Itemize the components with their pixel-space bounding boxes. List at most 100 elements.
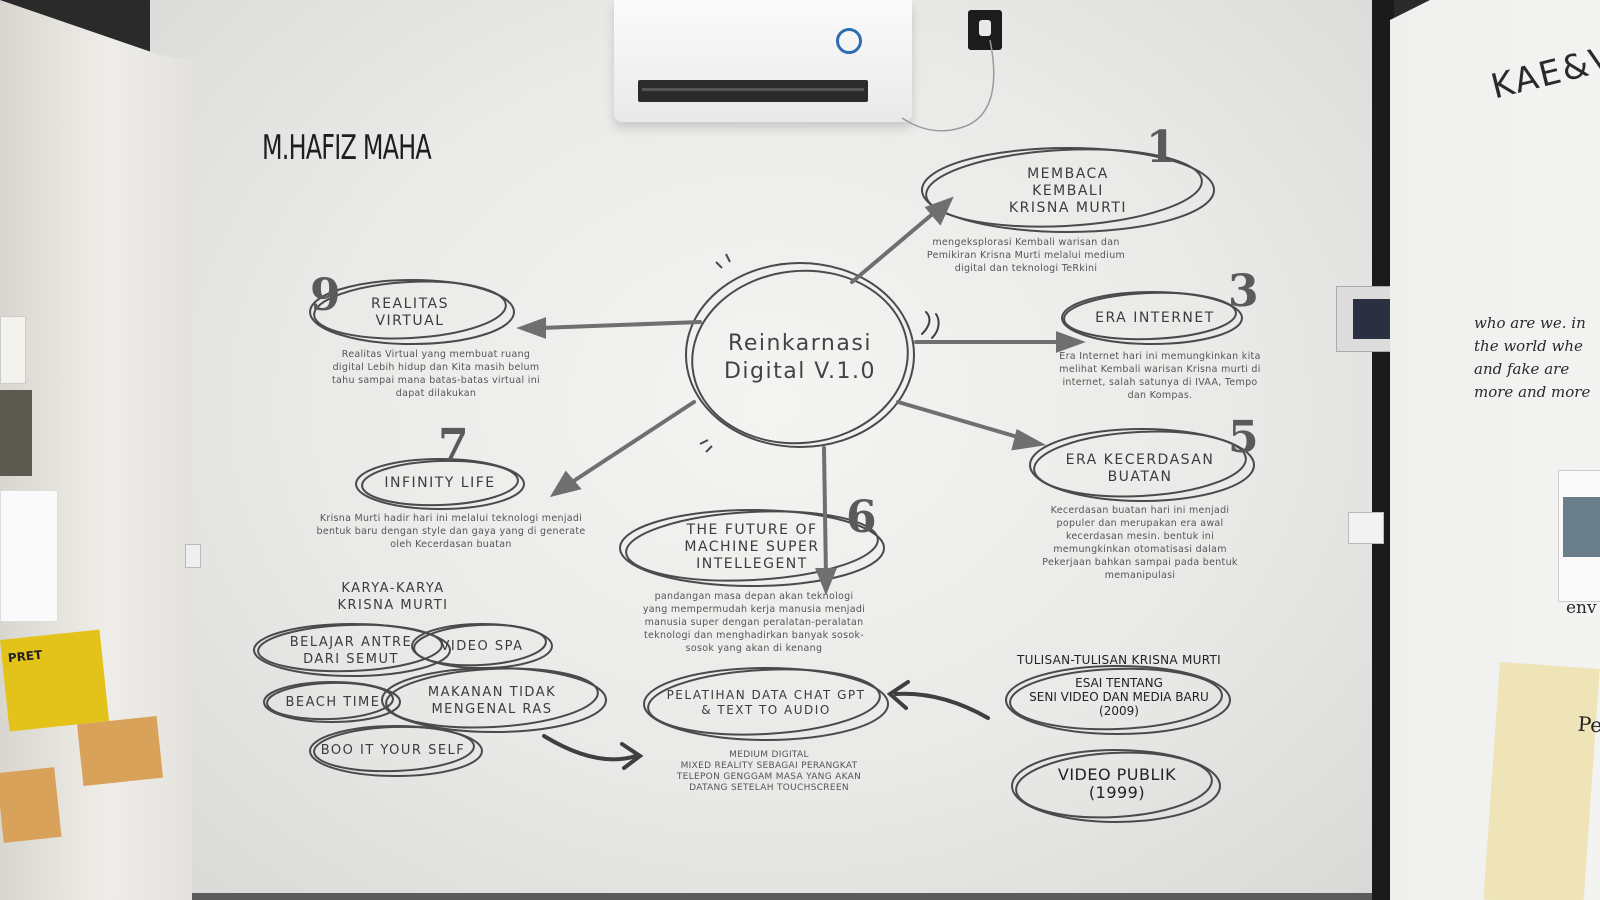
right-panel-card	[1558, 470, 1600, 602]
training-label: PELATIHAN DATA CHAT GPT & TEXT TO AUDIO	[654, 688, 878, 718]
left-panel-paper	[0, 316, 26, 384]
writing-item: VIDEO PUBLIK (1999)	[1032, 766, 1202, 802]
node-6-desc-line: manusia super dengan peralatan-peralatan	[644, 617, 864, 628]
node-7-desc-line: oleh Kecerdasan buatan	[390, 539, 512, 550]
center-title: Reinkarnasi Digital V.1.0	[700, 330, 900, 386]
center-title-line2: Digital V.1.0	[723, 359, 877, 384]
node-6-desc-line: yang mempermudah kerja manusia menjadi	[642, 604, 866, 615]
black-pillar	[1372, 0, 1394, 900]
node-5-desc-line: kecerdasan mesin. bentuk ini	[1065, 531, 1215, 542]
work-item: BOO IT YOUR SELF	[320, 743, 466, 758]
left-panel-white-card	[0, 490, 58, 622]
node-6-number: 6	[846, 492, 877, 543]
node-6-description: pandangan masa depan akan teknologi yang…	[624, 590, 884, 655]
work-item: VIDEO SPA	[440, 639, 524, 654]
ac-logo-icon	[836, 28, 862, 54]
training-desc-line: MIXED REALITY SEBAGAI PERANGKAT	[680, 761, 858, 771]
node-6-label-line: MACHINE SUPER	[684, 539, 820, 555]
right-panel-cream-card: Pe	[1483, 662, 1600, 900]
node-1-label: MEMBACA KEMBALI KRISNA MURTI	[958, 166, 1178, 217]
right-panel-env: env	[1566, 598, 1597, 618]
node-7-description: Krisna Murti hadir hari ini melalui tekn…	[296, 512, 606, 551]
writing-item-line: ESAI TENTANG	[1075, 676, 1163, 690]
writing-item-line: (2009)	[1099, 704, 1139, 718]
left-panel-orange-card	[76, 715, 164, 787]
node-5-label: ERA KECERDASAN BUATAN	[1040, 452, 1240, 486]
training-label-line: PELATIHAN DATA CHAT GPT	[666, 688, 866, 702]
node-5-desc-line: memungkinkan otomatisasi dalam	[1053, 544, 1227, 555]
node-6-label-line: INTELLEGENT	[696, 556, 808, 572]
writing-item-line: SENI VIDEO DAN MEDIA BARU	[1029, 690, 1209, 704]
center-title-line1: Reinkarnasi	[728, 331, 872, 356]
node-6-desc-line: teknologi dan menghadirkan banyak sosok-	[644, 630, 864, 641]
node-9-label: REALITAS VIRTUAL	[350, 296, 470, 330]
node-3-desc-line: dan Kompas.	[1127, 390, 1193, 401]
node-9-desc-line: Realitas Virtual yang membuat ruang	[341, 349, 531, 360]
work-item: BELAJAR ANTRE DARI SEMUT	[276, 634, 426, 668]
node-9-desc-line: digital Lebih hidup dan Kita masih belum	[332, 362, 540, 373]
training-desc-line: MEDIUM DIGITAL	[729, 750, 809, 760]
node-1-label-line: KEMBALI	[1032, 183, 1104, 199]
node-5-number: 5	[1228, 412, 1259, 463]
node-6-desc-line: pandangan masa depan akan teknologi	[654, 591, 854, 602]
node-1-number: 1	[1146, 122, 1177, 173]
node-5-description: Kecerdasan buatan hari ini menjadi popul…	[1020, 504, 1260, 582]
writing-item: ESAI TENTANG SENI VIDEO DAN MEDIA BARU (…	[1014, 676, 1224, 718]
training-description: MEDIUM DIGITAL MIXED REALITY SEBAGAI PER…	[654, 750, 884, 794]
node-5-label-line: BUATAN	[1107, 469, 1173, 485]
node-7-label: INFINITY LIFE	[384, 475, 496, 491]
cream-card-title: Pe	[1577, 711, 1600, 738]
work-item: MAKANAN TIDAK MENGENAL RAS	[412, 684, 572, 718]
wall-socket-icon	[185, 544, 201, 568]
node-5-desc-line: Kecerdasan buatan hari ini menjadi	[1050, 505, 1230, 516]
wall-socket-icon	[1348, 512, 1384, 544]
yellow-card-title: PRET	[7, 647, 43, 666]
node-3-label: ERA INTERNET	[1095, 310, 1215, 326]
node-1-label-line: MEMBACA	[1027, 166, 1109, 182]
node-6-label: THE FUTURE OF MACHINE SUPER INTELLEGENT	[652, 522, 852, 573]
node-3-desc-line: Era Internet hari ini memungkinkan kita	[1059, 351, 1261, 362]
training-desc-line: TELEPON GENGGAM MASA YANG AKAN	[676, 772, 862, 782]
node-7-desc-line: bentuk baru dengan style dan gaya yang d…	[316, 526, 586, 537]
writings-title: TULISAN-TULISAN KRISNA MURTI	[1016, 653, 1221, 667]
works-title: KARYA-KARYA KRISNA MURTI	[318, 580, 468, 614]
work-item: BEACH TIME	[285, 695, 381, 710]
writing-item-line: (1999)	[1088, 783, 1146, 802]
right-panel-text: who are we. in the world whe and fake ar…	[1474, 312, 1590, 404]
node-7-number: 7	[438, 420, 469, 471]
left-panel-orange-card	[0, 767, 62, 843]
node-9-desc-line: dapat dilakukan	[395, 388, 477, 399]
node-9-number: 9	[310, 270, 341, 321]
work-item-line: BELAJAR ANTRE	[289, 635, 413, 650]
node-1-desc-line: mengeksplorasi Kembali warisan dan	[932, 237, 1120, 248]
writing-item-line: VIDEO PUBLIK	[1057, 765, 1177, 784]
works-title-line: KARYA-KARYA	[341, 581, 445, 596]
right-panel-line: the world whe	[1474, 337, 1583, 355]
node-1-label-line: KRISNA MURTI	[1008, 200, 1128, 216]
works-title-line: KRISNA MURTI	[337, 598, 449, 613]
work-item-line: MAKANAN TIDAK	[427, 685, 557, 700]
left-panel-yellow-card: PRET	[0, 629, 110, 732]
training-label-line: & TEXT TO AUDIO	[701, 703, 831, 717]
right-panel-line: and fake are	[1474, 360, 1570, 378]
left-panel-photo	[0, 390, 32, 476]
node-5-desc-line: populer dan merupakan era awal	[1056, 518, 1224, 529]
node-6-desc-line: sosok yang akan di kenang	[685, 643, 823, 654]
right-panel-line: more and more	[1474, 383, 1591, 401]
node-5-desc-line: memanipulasi	[1104, 570, 1176, 581]
right-panel-line: who are we. in	[1474, 314, 1586, 332]
node-9-description: Realitas Virtual yang membuat ruang digi…	[316, 348, 556, 400]
node-3-desc-line: melihat Kembali warisan Krisna murti di	[1059, 364, 1261, 375]
node-5-desc-line: Pekerjaan bahkan sampai pada bentuk	[1042, 557, 1238, 568]
node-7-desc-line: Krisna Murti hadir hari ini melalui tekn…	[319, 513, 583, 524]
node-3-number: 3	[1228, 266, 1259, 317]
training-desc-line: DATANG SETELAH TOUCHSCREEN	[689, 783, 849, 793]
node-1-desc-line: digital dan teknologi TeRkini	[954, 263, 1098, 274]
node-9-label-line: REALITAS	[370, 296, 449, 312]
node-3-description: Era Internet hari ini memungkinkan kita …	[1040, 350, 1280, 402]
work-item-line: DARI SEMUT	[303, 652, 399, 667]
right-panel-card-image	[1563, 497, 1600, 557]
air-conditioner	[614, 0, 912, 122]
